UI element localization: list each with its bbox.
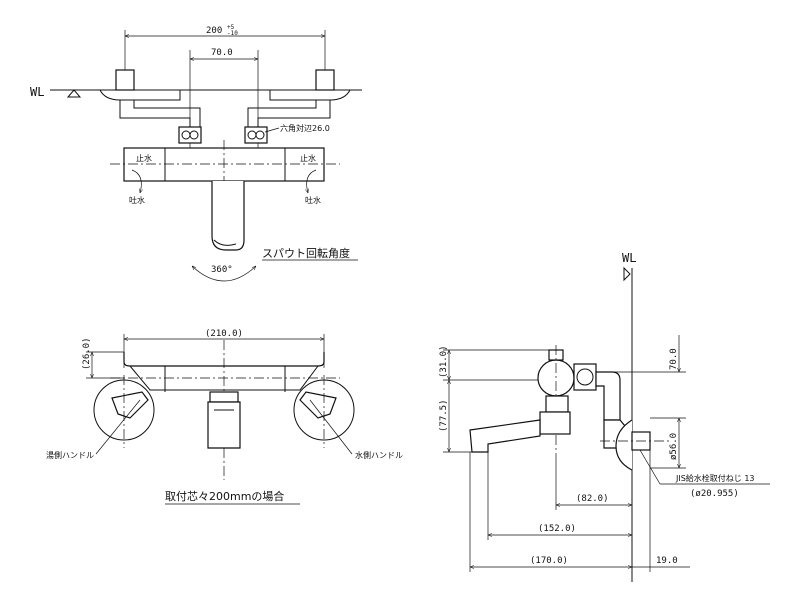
- top-spout-nut: [209, 391, 239, 403]
- top-depth-dim: (26.0): [82, 337, 92, 370]
- top-width-dim: (210.0): [205, 329, 243, 339]
- cold-handle: [293, 375, 355, 448]
- hex-nut-label: 六角対辺26.0: [280, 123, 330, 133]
- dim-170: (170.0): [530, 556, 568, 566]
- eccentric-dim: 70.0: [211, 48, 233, 58]
- stop-label-right: 止水: [300, 153, 316, 163]
- top-view: (210.0) (26.0) 湯側ハンドル 水側ハンドル 取付芯々200m: [46, 329, 403, 505]
- front-width-dim: 200: [206, 26, 222, 36]
- wall-escutcheon: [615, 419, 633, 471]
- left-wall-union: [115, 69, 135, 91]
- dim-152: (152.0): [538, 524, 576, 534]
- dim-56: ø56.0: [669, 433, 679, 460]
- spout-angle: 360°: [211, 265, 233, 275]
- dim-77-5: (77.5): [439, 399, 449, 432]
- side-wl-triangle: [623, 266, 631, 282]
- wl-triangle: [66, 89, 82, 98]
- side-wl-label: WL: [622, 251, 636, 265]
- front-view: 200 +5 -10 70.0 WL 六角対辺26.0: [30, 24, 362, 282]
- dim-82: (82.0): [576, 494, 609, 504]
- flow-label-left: 吐水: [129, 195, 145, 205]
- top-spout: [207, 401, 241, 449]
- dim-70: 70.0: [669, 348, 679, 370]
- dim-31: (31.0): [439, 345, 449, 378]
- hot-handle: [93, 375, 155, 448]
- right-wall-union: [315, 69, 335, 91]
- front-width-tol-lower: -10: [227, 30, 238, 37]
- dim-19: 19.0: [656, 556, 678, 566]
- side-elbow: [595, 371, 621, 421]
- cold-handle-label: 水側ハンドル: [355, 450, 403, 460]
- side-spout: [469, 419, 541, 453]
- spout-caption: スパウト回転角度: [262, 246, 350, 260]
- front-wl-label: WL: [30, 85, 44, 99]
- jis-sub: (ø20.955): [690, 489, 739, 499]
- flow-label-right: 吐水: [305, 195, 321, 205]
- spout: [211, 181, 245, 251]
- side-view: WL (31.0) (77.5) 70.0 ø56.0: [439, 251, 770, 582]
- jis-label: JIS給水栓取付ねじ 13: [675, 473, 755, 483]
- right-hex-nut: [244, 126, 268, 144]
- stop-label-left: 止水: [136, 153, 152, 163]
- hot-handle-label: 湯側ハンドル: [46, 450, 94, 460]
- left-hex-nut: [178, 126, 202, 144]
- front-width-tol-upper: +5: [227, 24, 235, 31]
- top-caption: 取付芯々200mmの場合: [165, 489, 284, 503]
